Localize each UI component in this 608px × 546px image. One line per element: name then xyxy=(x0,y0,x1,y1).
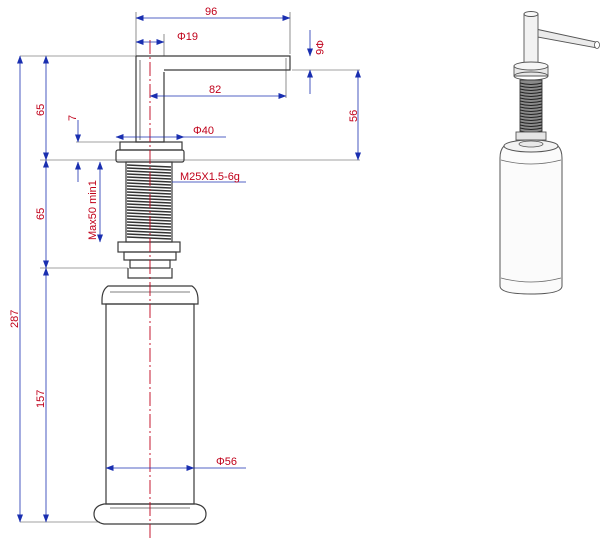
label-bottle-dia: Φ56 xyxy=(216,456,237,468)
thread-line xyxy=(126,206,172,210)
thread-line xyxy=(126,164,172,168)
label-spout-length: 96 xyxy=(205,6,217,18)
illustration-thread-line xyxy=(519,91,543,94)
thread-line xyxy=(126,215,172,219)
illustration-thread-line xyxy=(519,115,543,118)
thread-line xyxy=(126,188,172,192)
label-neck-dia: Φ19 xyxy=(177,31,198,43)
label-total-height: 287 xyxy=(9,310,21,328)
thread-line xyxy=(126,221,172,225)
illustration-thread-line xyxy=(519,112,543,115)
label-collar-height: 7 xyxy=(67,115,79,121)
label-nozzle-dia: Φ6 xyxy=(313,40,325,55)
product-illustration xyxy=(499,11,600,295)
label-reach: 82 xyxy=(209,84,221,96)
label-mount-range: Max50 min1 xyxy=(87,180,99,240)
label-bottle-height: 157 xyxy=(35,390,47,408)
illustration-thread-line xyxy=(519,85,543,88)
threaded-shank xyxy=(125,161,173,243)
thread-line xyxy=(126,191,172,195)
label-collar-dia: Φ40 xyxy=(193,125,214,137)
thread-line xyxy=(126,167,172,171)
illustration-thread-line xyxy=(519,100,543,103)
illustration-thread-line xyxy=(519,127,543,130)
illustration-thread-line xyxy=(519,94,543,97)
illustration-thread-line xyxy=(519,124,543,127)
illustration-thread-line xyxy=(519,109,543,112)
thread-line xyxy=(126,236,172,240)
thread-line xyxy=(126,218,172,222)
illustration-thread-line xyxy=(519,106,543,109)
illustration-thread-line xyxy=(519,88,543,91)
thread-line xyxy=(126,194,172,198)
label-mount-height: 65 xyxy=(35,208,47,220)
thread-line xyxy=(126,197,172,201)
illustration-thread-line xyxy=(519,121,543,124)
thread-line xyxy=(126,224,172,228)
thread-line xyxy=(126,212,172,216)
illustration-thread-line xyxy=(519,103,543,106)
thread-line xyxy=(126,173,172,177)
thread-line xyxy=(126,170,172,174)
thread-line xyxy=(126,176,172,180)
elevation-view xyxy=(93,40,291,540)
illustration-thread-line xyxy=(519,82,543,85)
illustration-thread-lines xyxy=(519,82,543,133)
thread-line xyxy=(126,233,172,237)
thread-line xyxy=(126,179,172,183)
label-upper-height: 65 xyxy=(35,104,47,116)
dimensions xyxy=(17,12,361,523)
thread-line xyxy=(126,209,172,213)
thread-line xyxy=(126,230,172,234)
label-thread-spec: M25X1.5-6g xyxy=(180,171,240,183)
mounting-nut xyxy=(117,241,181,269)
illustration-thread-line xyxy=(519,118,543,121)
thread-line xyxy=(126,182,172,186)
thread-line xyxy=(126,203,172,207)
thread-lines xyxy=(126,164,172,240)
thread-line xyxy=(126,200,172,204)
thread-line xyxy=(126,185,172,189)
illustration-thread-line xyxy=(519,97,543,100)
dimension-labels: 96 Φ19 Φ6 82 56 Φ40 7 M25X1.5-6g 65 65 M… xyxy=(9,6,360,468)
thread-line xyxy=(126,227,172,231)
label-spout-height: 56 xyxy=(348,110,360,122)
